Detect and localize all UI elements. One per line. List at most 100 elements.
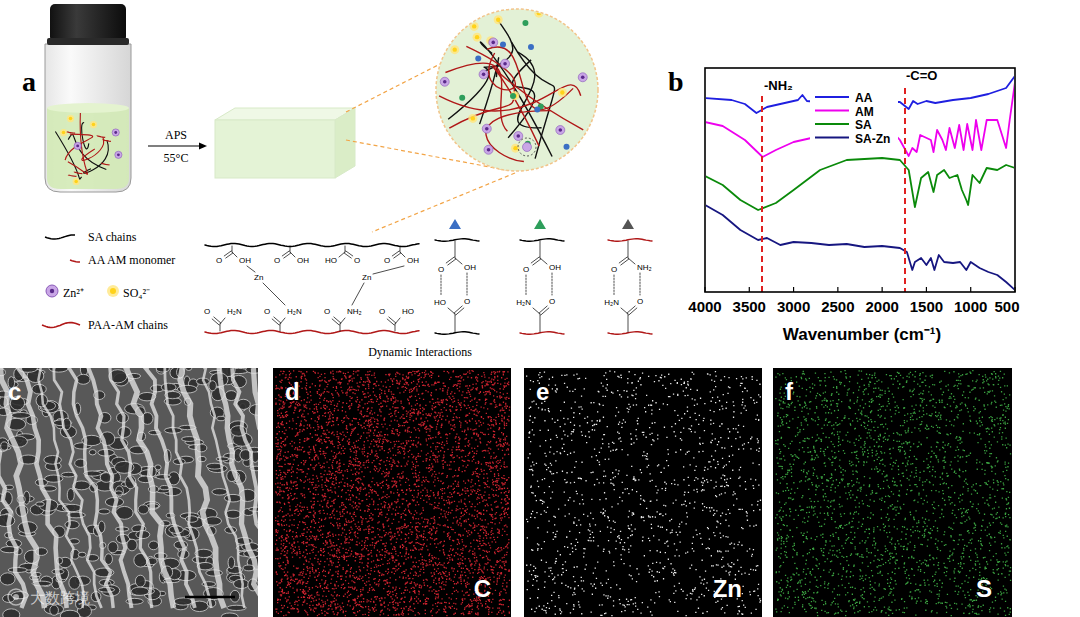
- label: O: [438, 265, 444, 274]
- polymer-chain: [520, 239, 564, 241]
- drawing-part: [273, 368, 511, 617]
- panel-letter: c: [8, 378, 21, 406]
- drawing-part: [8, 589, 24, 605]
- drawing-part: [518, 138, 536, 156]
- zinc-ion: [484, 145, 493, 154]
- single-bond: [345, 246, 346, 252]
- drawing-part: [215, 108, 355, 178]
- zinc-ion: [482, 124, 491, 133]
- sulfate-ion: [74, 180, 78, 184]
- eds-map-panel: eZn: [524, 368, 762, 617]
- zinc-ion: [485, 127, 489, 131]
- double-bond: [332, 319, 339, 325]
- polymer-chain: [435, 332, 479, 334]
- label: HO: [325, 256, 337, 265]
- label: 500: [994, 298, 1019, 315]
- polymer-chain: [492, 66, 583, 146]
- double-bond: [539, 306, 547, 313]
- sem-background: [0, 368, 258, 617]
- polymer-chain: [74, 172, 82, 174]
- legend-text: AA: [855, 91, 872, 105]
- sem-pore: [209, 381, 217, 391]
- drawing-part: [13, 594, 19, 600]
- polymer-chain: [67, 132, 75, 133]
- sem-pore: [77, 374, 91, 384]
- sulfate-ion: [473, 33, 482, 42]
- sem-pore: [49, 368, 68, 372]
- double-bond: [446, 257, 454, 263]
- label: 4000: [688, 298, 721, 315]
- sulfate-ion: [73, 178, 80, 185]
- label: Dynamic Interactions: [368, 345, 472, 360]
- drawing-part: [705, 68, 1015, 292]
- sem-pore: [174, 598, 193, 605]
- sulfate-ion: [560, 90, 564, 94]
- label: O: [354, 256, 360, 265]
- label: -C=O: [906, 68, 937, 83]
- double-bond: [284, 253, 291, 258]
- drawing-part: [335, 108, 355, 178]
- sulfate-ion: [69, 117, 73, 121]
- sem-pore: [221, 613, 238, 617]
- zinc-ion: [112, 129, 119, 136]
- label: O: [274, 256, 280, 265]
- polymer-chain: [205, 244, 419, 247]
- polymer-chain: [511, 42, 554, 159]
- sem-pore: [127, 539, 137, 551]
- single-bond: [352, 283, 364, 305]
- label: APS: [165, 128, 187, 143]
- double-bond: [619, 257, 627, 263]
- polymer-chain: [84, 140, 109, 173]
- zinc-ion: [489, 38, 498, 47]
- sem-pore: [224, 494, 241, 502]
- label: 3500: [733, 298, 766, 315]
- double-bond: [448, 259, 456, 265]
- zinc-ion: [523, 143, 532, 152]
- sem-pore: [3, 609, 20, 617]
- drawing-part: [761, 96, 763, 292]
- crosslink-node: [534, 106, 540, 112]
- label: PAA-AM chains: [88, 318, 168, 333]
- sem-ridge: [38, 368, 83, 608]
- double-bond: [272, 319, 279, 325]
- single-bond: [628, 258, 635, 264]
- zinc-ion: [491, 41, 495, 45]
- label: 2000: [865, 298, 898, 315]
- sulfate-ion: [92, 123, 96, 127]
- polymer-chain: [449, 85, 514, 128]
- axis-tick: [793, 287, 794, 292]
- label: O: [204, 307, 210, 316]
- drawing-part: [439, 9, 587, 162]
- sulfate-ion: [537, 11, 541, 15]
- legend-line: [815, 137, 849, 139]
- polymer-chain: [102, 163, 110, 165]
- sulfate-ion-icon: [107, 285, 119, 297]
- polymer-chain: [103, 140, 111, 142]
- double-bond: [627, 306, 635, 313]
- sem-pore: [115, 486, 123, 497]
- drawing-part: [8, 589, 24, 605]
- crosslink-node: [500, 41, 506, 47]
- polymer-chain: [608, 332, 652, 334]
- single-bond: [395, 318, 400, 324]
- single-bond: [232, 246, 233, 252]
- legend-line: [815, 110, 849, 112]
- sem-image-panel: c: [0, 368, 258, 617]
- label: AA AM monomer: [88, 253, 175, 268]
- label: H₂N: [516, 298, 531, 307]
- legend-text: SA-Zn: [855, 132, 890, 146]
- label: O: [384, 256, 390, 265]
- double-bond: [454, 306, 462, 313]
- zinc-ion: [443, 80, 447, 84]
- zinc-ion: [76, 144, 79, 147]
- polymer-chain: [435, 239, 479, 241]
- sulfate-ion: [471, 116, 475, 120]
- crosslink-node: [510, 93, 516, 99]
- sem-ridge: [69, 368, 113, 608]
- zinc-ion: [479, 70, 488, 79]
- single-bond: [290, 252, 295, 257]
- eds-dots: [526, 370, 761, 616]
- single-bond: [533, 308, 540, 314]
- drawing-part: [275, 370, 1011, 616]
